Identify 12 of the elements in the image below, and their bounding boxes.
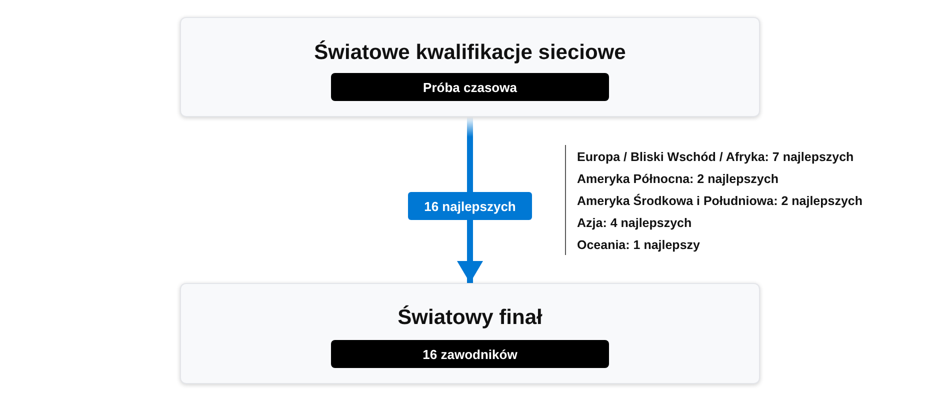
caption-bar: Próba czasowa: [331, 73, 609, 101]
stage-card: [180, 283, 760, 384]
note-text: Azja: 4 najlepszych: [577, 215, 693, 232]
note-text: Ameryka Północna: 2 najlepszych: [577, 171, 780, 188]
note-text: Ameryka Środkowa i Południowa: 2 najlepszych: [577, 192, 862, 210]
stage-card: [180, 17, 760, 117]
edge-label: 16 najlepszych: [408, 192, 532, 220]
stage-title: Światowe kwalifikacje sieciowe: [314, 41, 626, 65]
note-text: Oceania: 1 najlepszy: [577, 237, 701, 254]
stage-title: Światowy finał: [398, 306, 542, 330]
caption-bar: 16 zawodników: [331, 340, 609, 368]
note-text: Europa / Bliski Wschód / Afryka: 7 najlepszych: [577, 149, 855, 166]
